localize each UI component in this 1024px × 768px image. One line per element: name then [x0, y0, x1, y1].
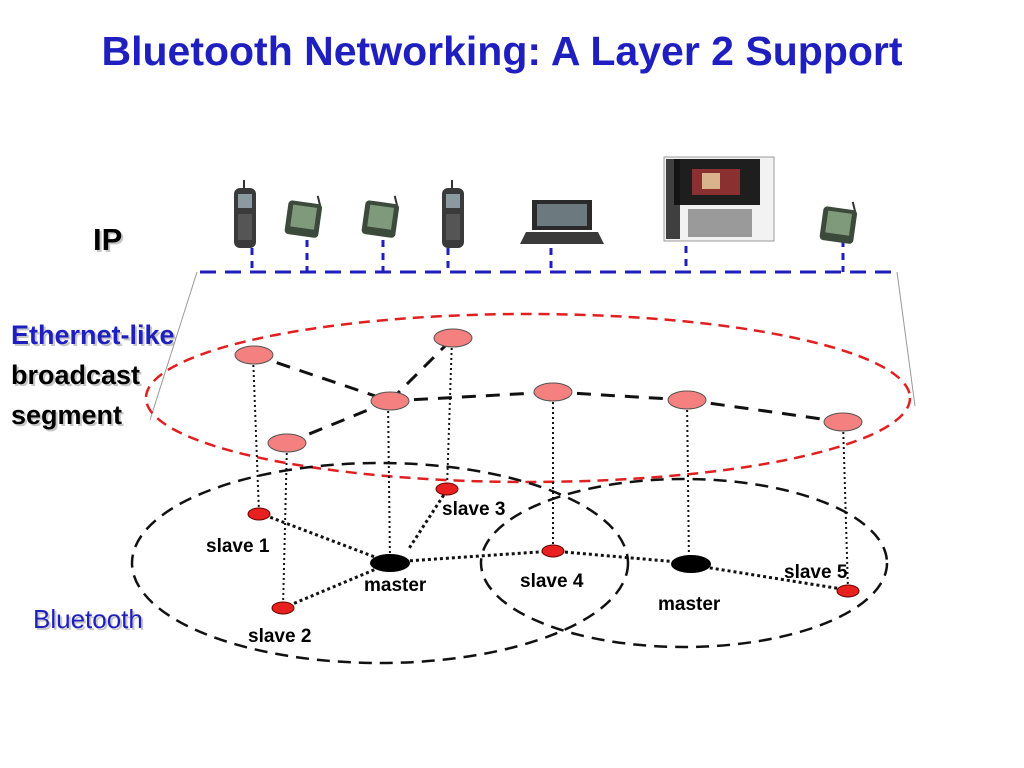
slave-5-label: slave 5	[784, 562, 848, 583]
master-2-label: master	[658, 594, 721, 615]
master-1-node	[370, 554, 410, 572]
bluetooth-links	[258, 489, 849, 610]
slave-5-node	[836, 584, 860, 598]
piconet-ellipse-left	[130, 461, 630, 665]
ip-layer-label: IP	[93, 222, 123, 257]
slave-4-label: slave 4	[520, 571, 584, 592]
ip-drop-lines	[250, 240, 845, 272]
slave-1-node	[247, 507, 271, 521]
pda-icon	[284, 195, 323, 238]
segment-node	[267, 433, 307, 453]
projection-line	[252, 354, 260, 514]
projection-line	[282, 442, 288, 609]
projection-line	[446, 337, 453, 489]
bluetooth-link	[258, 511, 389, 564]
master-2-node	[671, 555, 711, 573]
laptop-icon	[520, 200, 604, 244]
projection-line	[387, 400, 391, 563]
segment-label: segment	[11, 400, 123, 430]
segment-node	[370, 391, 410, 411]
perspective-line-left	[149, 271, 198, 421]
broadcast-label: broadcast	[11, 360, 141, 390]
segment-links	[253, 336, 844, 445]
master-1-label: master	[364, 575, 427, 596]
segment-node	[234, 345, 274, 365]
piconet-ellipse-right	[479, 477, 889, 649]
bluetooth-link	[391, 549, 554, 564]
perspective-line-right	[896, 271, 916, 407]
bluetooth-layer-label: Bluetooth	[33, 604, 143, 634]
projection-lines	[252, 337, 849, 609]
slave-4-node	[541, 544, 565, 558]
segment-link	[388, 336, 455, 403]
pda-icon	[819, 201, 858, 244]
slave-2-node	[271, 601, 295, 615]
bluetooth-link	[691, 563, 849, 592]
segment-link	[286, 399, 391, 445]
ethernet-like-label: Ethernet-like	[11, 320, 175, 350]
bluetooth-link	[282, 562, 389, 610]
slave-2-label: slave 2	[248, 626, 311, 647]
projection-line	[842, 421, 849, 591]
segment-node	[667, 390, 707, 410]
slave-3-label: slave 3	[442, 499, 505, 520]
segment-link	[552, 390, 688, 402]
bluetooth-link	[552, 549, 690, 565]
laptop-icon	[663, 156, 775, 242]
phone-icon	[442, 180, 464, 248]
projection-line	[686, 399, 690, 564]
slave-1-label: slave 1	[206, 536, 270, 557]
segment-link	[253, 353, 391, 403]
slave-3-node	[435, 482, 459, 496]
slide-title: Bluetooth Networking: A Layer 2 Support	[101, 28, 903, 74]
segment-link	[389, 390, 554, 403]
segment-nodes	[234, 328, 863, 453]
phone-icon	[234, 180, 256, 248]
segment-node	[823, 412, 863, 432]
segment-node	[433, 328, 473, 348]
segment-node	[533, 382, 573, 402]
segment-link	[686, 398, 844, 424]
pda-icon	[361, 195, 400, 238]
ethernet-segment-ellipse	[144, 312, 912, 484]
